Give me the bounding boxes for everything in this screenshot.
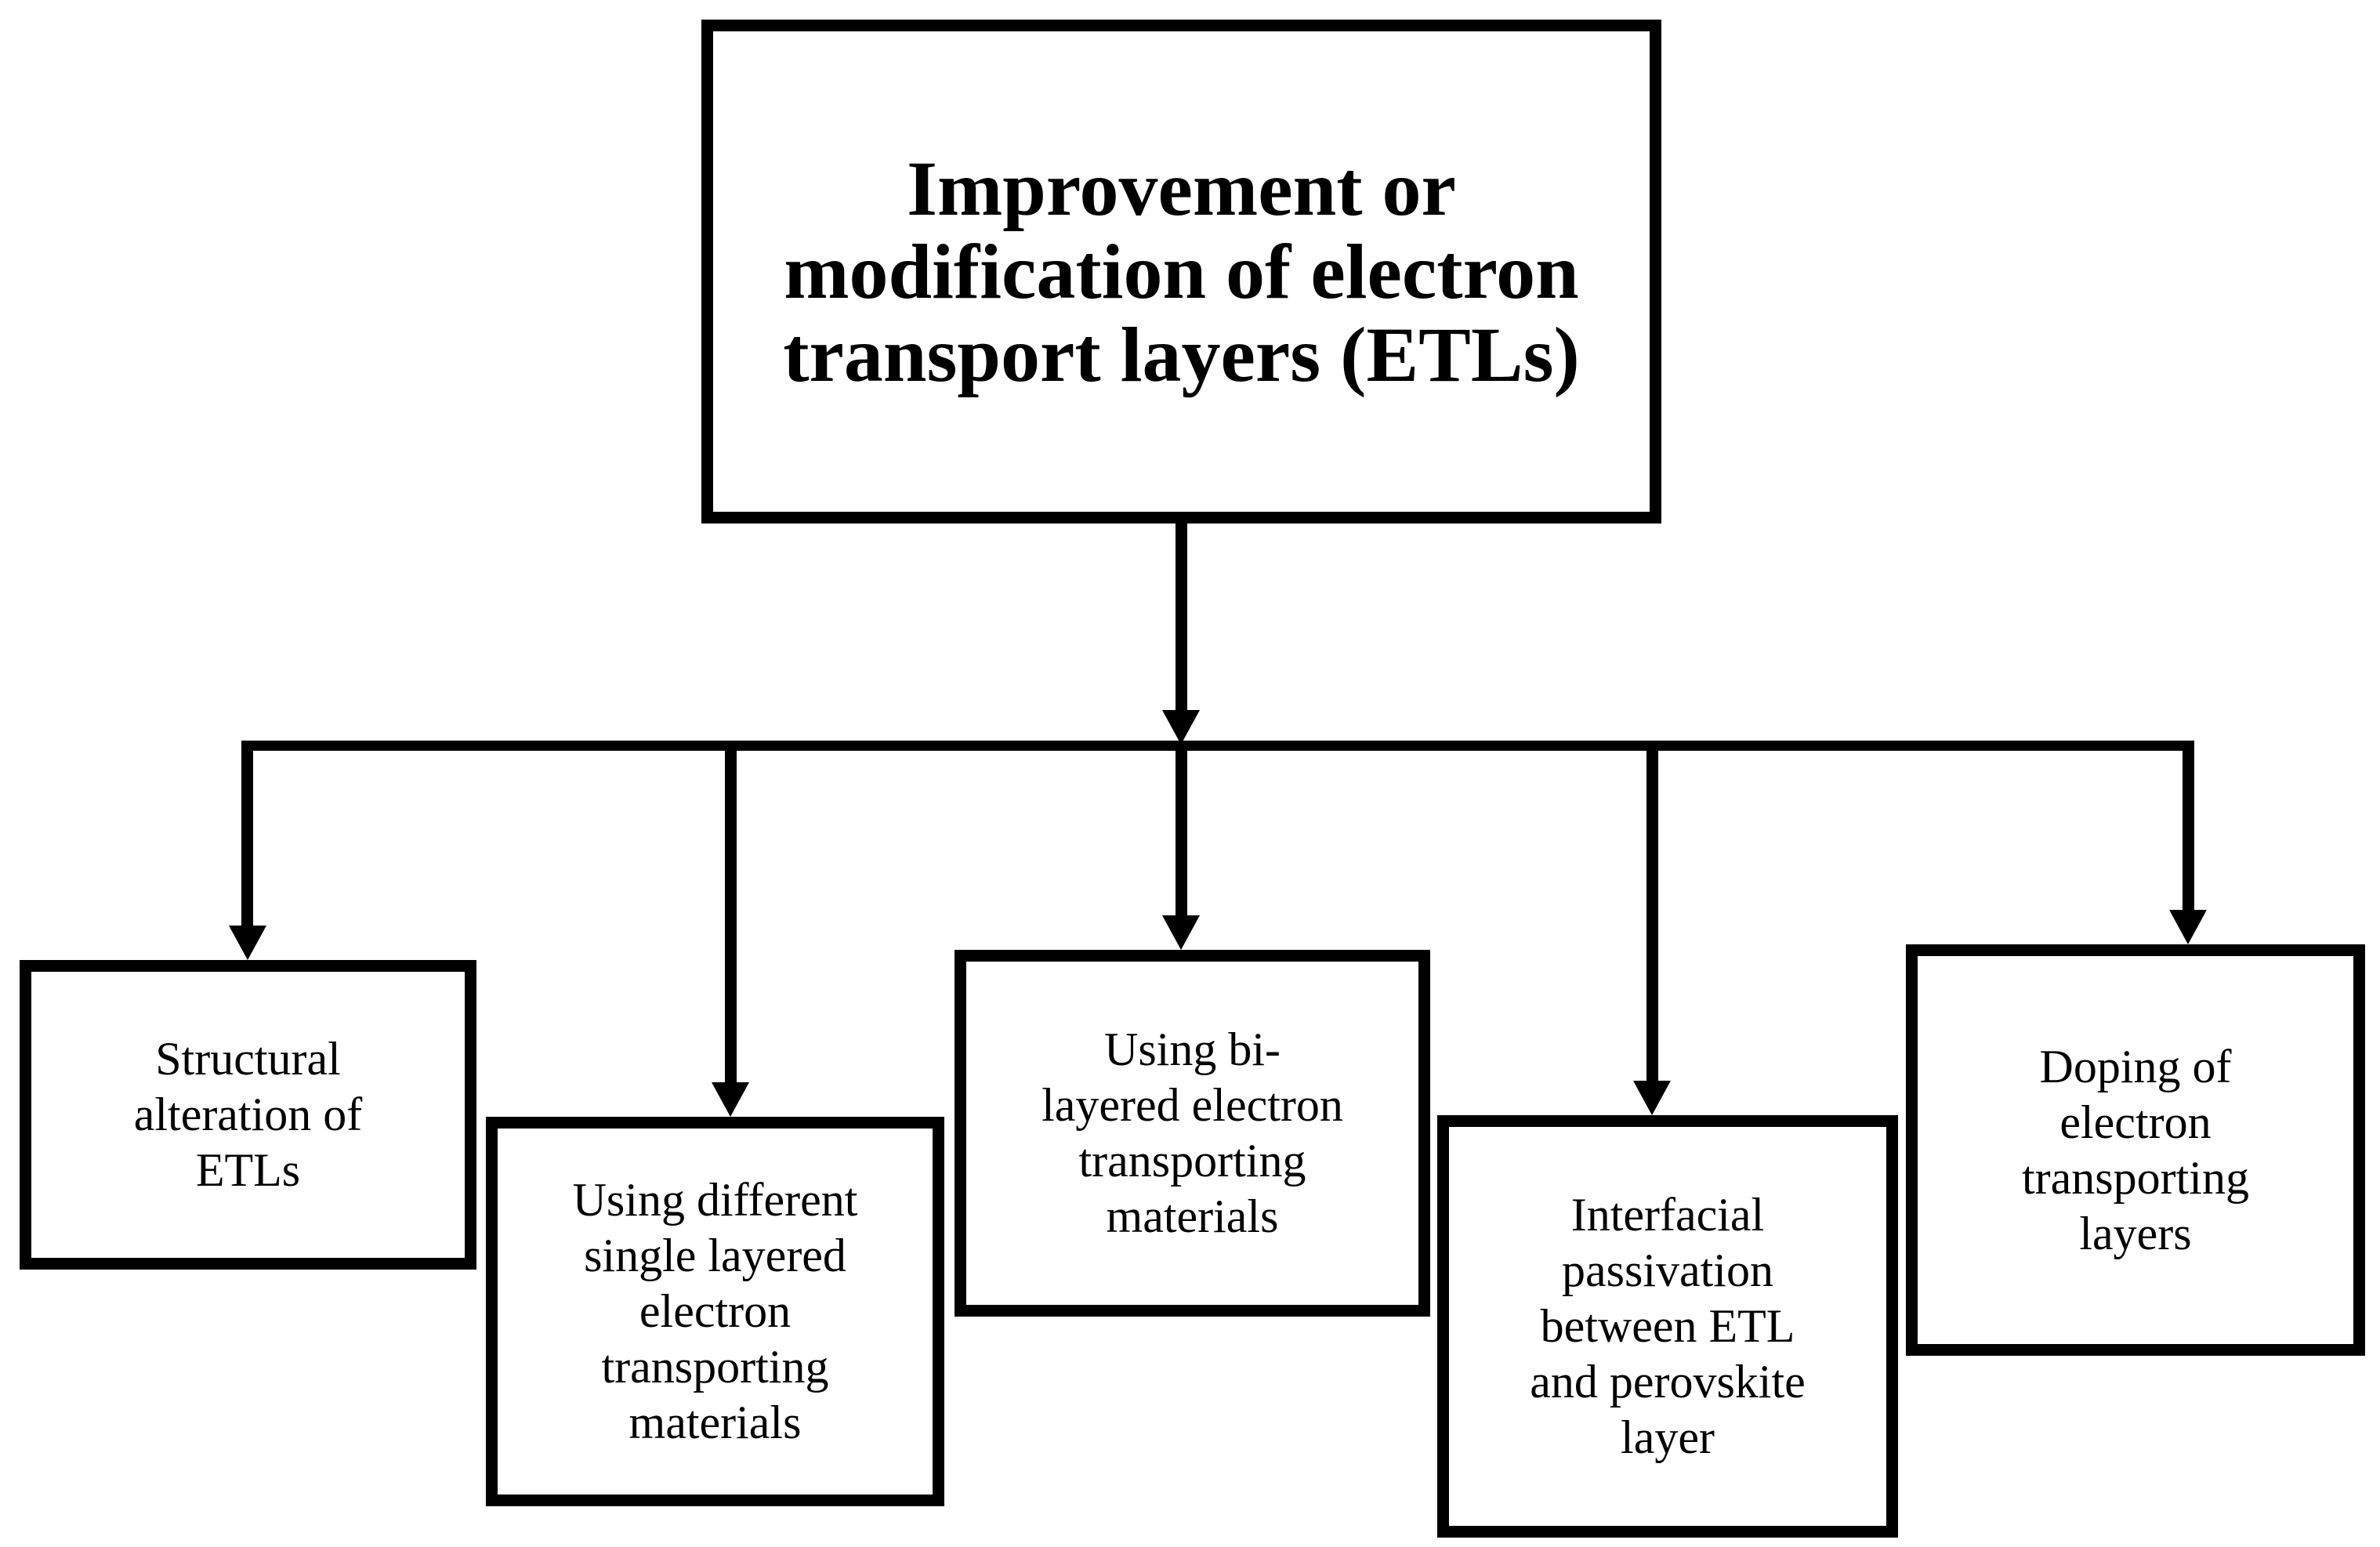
connector-drop-structural-alteration <box>241 741 253 927</box>
connector-drop-doping-etl <box>2183 741 2194 911</box>
node-root-box: Improvement or modification of electron … <box>701 20 1661 524</box>
arrowhead-root-to-bus-icon <box>1162 710 1200 745</box>
connector-bus <box>243 741 2194 751</box>
node-bi-layered-etm-box: Using bi- layered electron transporting … <box>955 950 1430 1317</box>
node-single-layered-etm-label: Using different single layered electron … <box>572 1174 858 1448</box>
arrowhead-doping-etl-icon <box>2169 910 2207 944</box>
node-bi-layered-etm-label: Using bi- layered electron transporting … <box>1041 1023 1343 1242</box>
node-doping-etl-box: Doping of electron transporting layers <box>1906 944 2365 1356</box>
arrowhead-single-layered-etm-icon <box>712 1082 749 1117</box>
node-single-layered-etm-box: Using different single layered electron … <box>486 1117 944 1506</box>
node-structural-alteration-box: Structural alteration of ETLs <box>20 960 476 1270</box>
arrowhead-interfacial-passivation-icon <box>1633 1081 1671 1115</box>
node-structural-alteration-label: Structural alteration of ETLs <box>133 1033 363 1196</box>
node-doping-etl-label: Doping of electron transporting layers <box>2022 1040 2249 1259</box>
connector-root-stem <box>1176 517 1187 712</box>
connector-drop-bi-layered-etm <box>1176 749 1187 917</box>
node-interfacial-passivation-label: Interfacial passivation between ETL and … <box>1530 1189 1806 1463</box>
arrowhead-bi-layered-etm-icon <box>1162 915 1200 950</box>
connector-drop-single-layered-etm <box>725 749 737 1084</box>
connector-drop-interfacial-passivation <box>1646 749 1658 1082</box>
arrowhead-structural-alteration-icon <box>229 926 266 960</box>
node-root-label: Improvement or modification of electron … <box>783 144 1580 398</box>
node-interfacial-passivation-box: Interfacial passivation between ETL and … <box>1437 1115 1898 1538</box>
